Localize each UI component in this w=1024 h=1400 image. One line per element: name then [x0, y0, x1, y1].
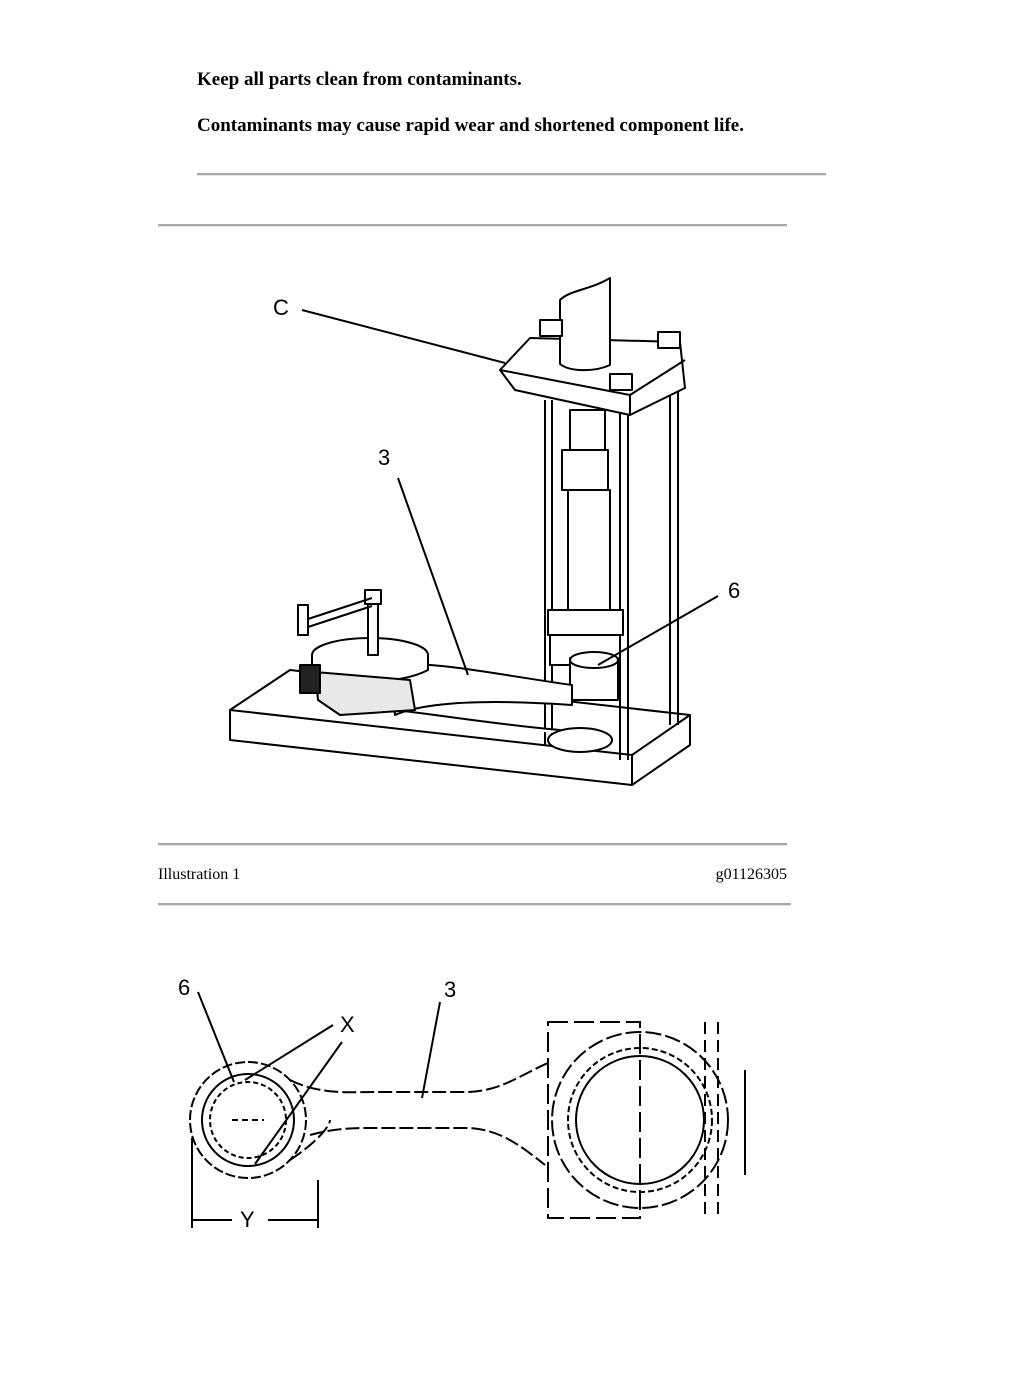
callout-3: 3 [378, 445, 390, 470]
notice-text-contaminants: Keep all parts clean from contaminants. [197, 69, 522, 90]
notice-text-wear: Contaminants may cause rapid wear and sh… [197, 115, 744, 136]
divider [158, 843, 787, 846]
divider [197, 173, 826, 176]
callout-6: 6 [178, 975, 190, 1000]
callout-x: X [340, 1012, 355, 1037]
illustration-caption-id: g01126305 [715, 866, 787, 883]
callout-3: 3 [444, 977, 456, 1002]
press-fixture-illustration: C 3 6 [229, 277, 740, 786]
callout-c: C [273, 295, 289, 320]
callout-6: 6 [728, 578, 740, 603]
divider [158, 903, 791, 906]
illustration-caption-label: Illustration 1 [158, 866, 241, 883]
connecting-rod-diagram: 6 X 3 Y [178, 975, 746, 1232]
dimension-y: Y [240, 1207, 255, 1232]
divider [158, 224, 787, 227]
